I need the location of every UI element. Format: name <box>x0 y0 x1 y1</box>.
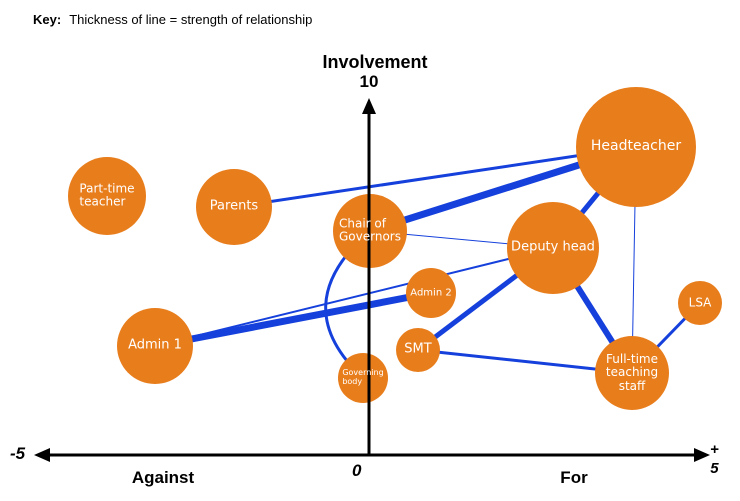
node-label-line: Chair of <box>339 216 387 231</box>
node-lsa <box>678 281 722 325</box>
key: Key: Thickness of line = strength of rela… <box>33 12 312 27</box>
node-label-line: body <box>342 377 363 386</box>
node-deputy-head <box>507 202 599 294</box>
key-text: Thickness of line = strength of relation… <box>69 12 313 27</box>
node-label-line: staff <box>618 378 646 393</box>
y-axis-arrowhead <box>362 98 376 114</box>
node-parents <box>196 169 272 245</box>
key-label: Key: <box>33 12 62 27</box>
x-axis-min-label: -5 <box>10 444 26 463</box>
node-label-deputy-head: Deputy head <box>511 239 595 256</box>
node-label-lsa: LSA <box>688 295 712 310</box>
node-label-line: Admin 1 <box>128 337 182 353</box>
x-axis-against-label: Against <box>131 468 195 487</box>
node-label-line: Governing <box>342 368 384 378</box>
x-axis-for-label: For <box>560 468 588 487</box>
node-label-line: Full-time <box>606 351 658 366</box>
y-axis-max-label: 10 <box>359 72 379 91</box>
node-label-line: Admin 2 <box>410 287 452 299</box>
node-label-line: Headteacher <box>590 138 682 155</box>
node-label-line: SMT <box>404 341 432 357</box>
x-axis-max-value: 5 <box>710 459 719 477</box>
node-label-headteacher: Headteacher <box>590 138 682 155</box>
edge-parents--headteacher <box>233 145 637 209</box>
node-governing-body <box>338 353 388 403</box>
y-axis-title: Involvement <box>322 52 428 72</box>
edge-admin-1--deputy-head <box>154 247 554 347</box>
node-label-line: Parents <box>209 198 259 214</box>
x-axis-max-plus: + <box>710 441 719 458</box>
node-label-line: Part-time <box>79 181 135 196</box>
edge-admin-1--admin-2 <box>154 289 432 350</box>
node-admin-2 <box>406 268 456 318</box>
axes-layer <box>34 98 710 462</box>
node-label-line: LSA <box>688 295 712 310</box>
x-axis-right-arrowhead <box>694 448 710 462</box>
nodes-layer <box>68 87 722 410</box>
node-label-parents: Parents <box>209 198 259 215</box>
x-axis-left-arrowhead <box>34 448 50 462</box>
node-label-admin-2: Admin 2 <box>410 287 451 298</box>
x-axis-origin-label: 0 <box>352 461 362 480</box>
node-smt <box>396 328 440 372</box>
x-axis-max-label: + 5 <box>710 441 719 479</box>
node-admin-1 <box>117 308 193 384</box>
node-part-time-teacher <box>68 157 146 235</box>
node-label-smt: SMT <box>404 341 432 358</box>
node-full-time-teaching-staff <box>595 336 669 410</box>
node-label-admin-1: Admin 1 <box>128 337 182 354</box>
node-label-line: teaching <box>605 365 659 380</box>
node-headteacher <box>576 87 696 207</box>
node-label-line: Governors <box>339 230 401 244</box>
node-label-line: teacher <box>79 195 126 209</box>
node-label-line: Deputy head <box>511 239 595 255</box>
